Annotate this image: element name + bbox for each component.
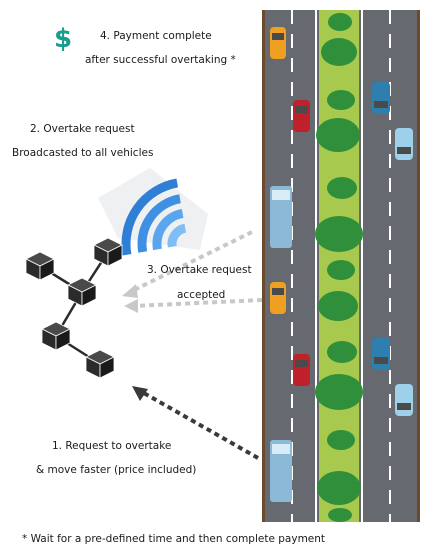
blue-car (372, 338, 390, 370)
step2-title: 2. Overtake request (30, 123, 135, 135)
dollar-sign-icon: $ (54, 24, 73, 54)
cube-block (41, 321, 71, 351)
step4-detail: after successful overtaking * (85, 54, 236, 66)
step4-title: 4. Payment complete (100, 30, 212, 42)
step2-detail: Broadcasted to all vehicles (12, 147, 154, 159)
vehicles (270, 27, 413, 502)
bus (270, 186, 292, 248)
arrow-request (132, 386, 259, 460)
cube-block (85, 349, 115, 379)
cube-block (93, 237, 123, 267)
arrow-broadcast (122, 230, 253, 298)
cube-block (25, 251, 55, 281)
red-car (293, 100, 310, 132)
step1-detail: & move faster (price included) (36, 464, 197, 476)
arrow-accepted (124, 298, 263, 313)
bus (270, 440, 292, 502)
median-trees (315, 13, 363, 522)
blockchain-cubes (25, 237, 123, 379)
blue-car (372, 82, 390, 114)
footnote: * Wait for a pre-defined time and then c… (22, 533, 326, 545)
cube-block (67, 277, 97, 307)
wifi-signal-icon (98, 168, 208, 256)
step1-title: 1. Request to overtake (52, 440, 172, 452)
orange-car (270, 282, 286, 314)
orange-car (270, 27, 286, 59)
lightblue-car (395, 384, 413, 416)
lightblue-car (395, 128, 413, 160)
red-car (293, 354, 310, 386)
step3-title: 3. Overtake request (147, 264, 252, 276)
step3-detail: accepted (177, 289, 226, 301)
